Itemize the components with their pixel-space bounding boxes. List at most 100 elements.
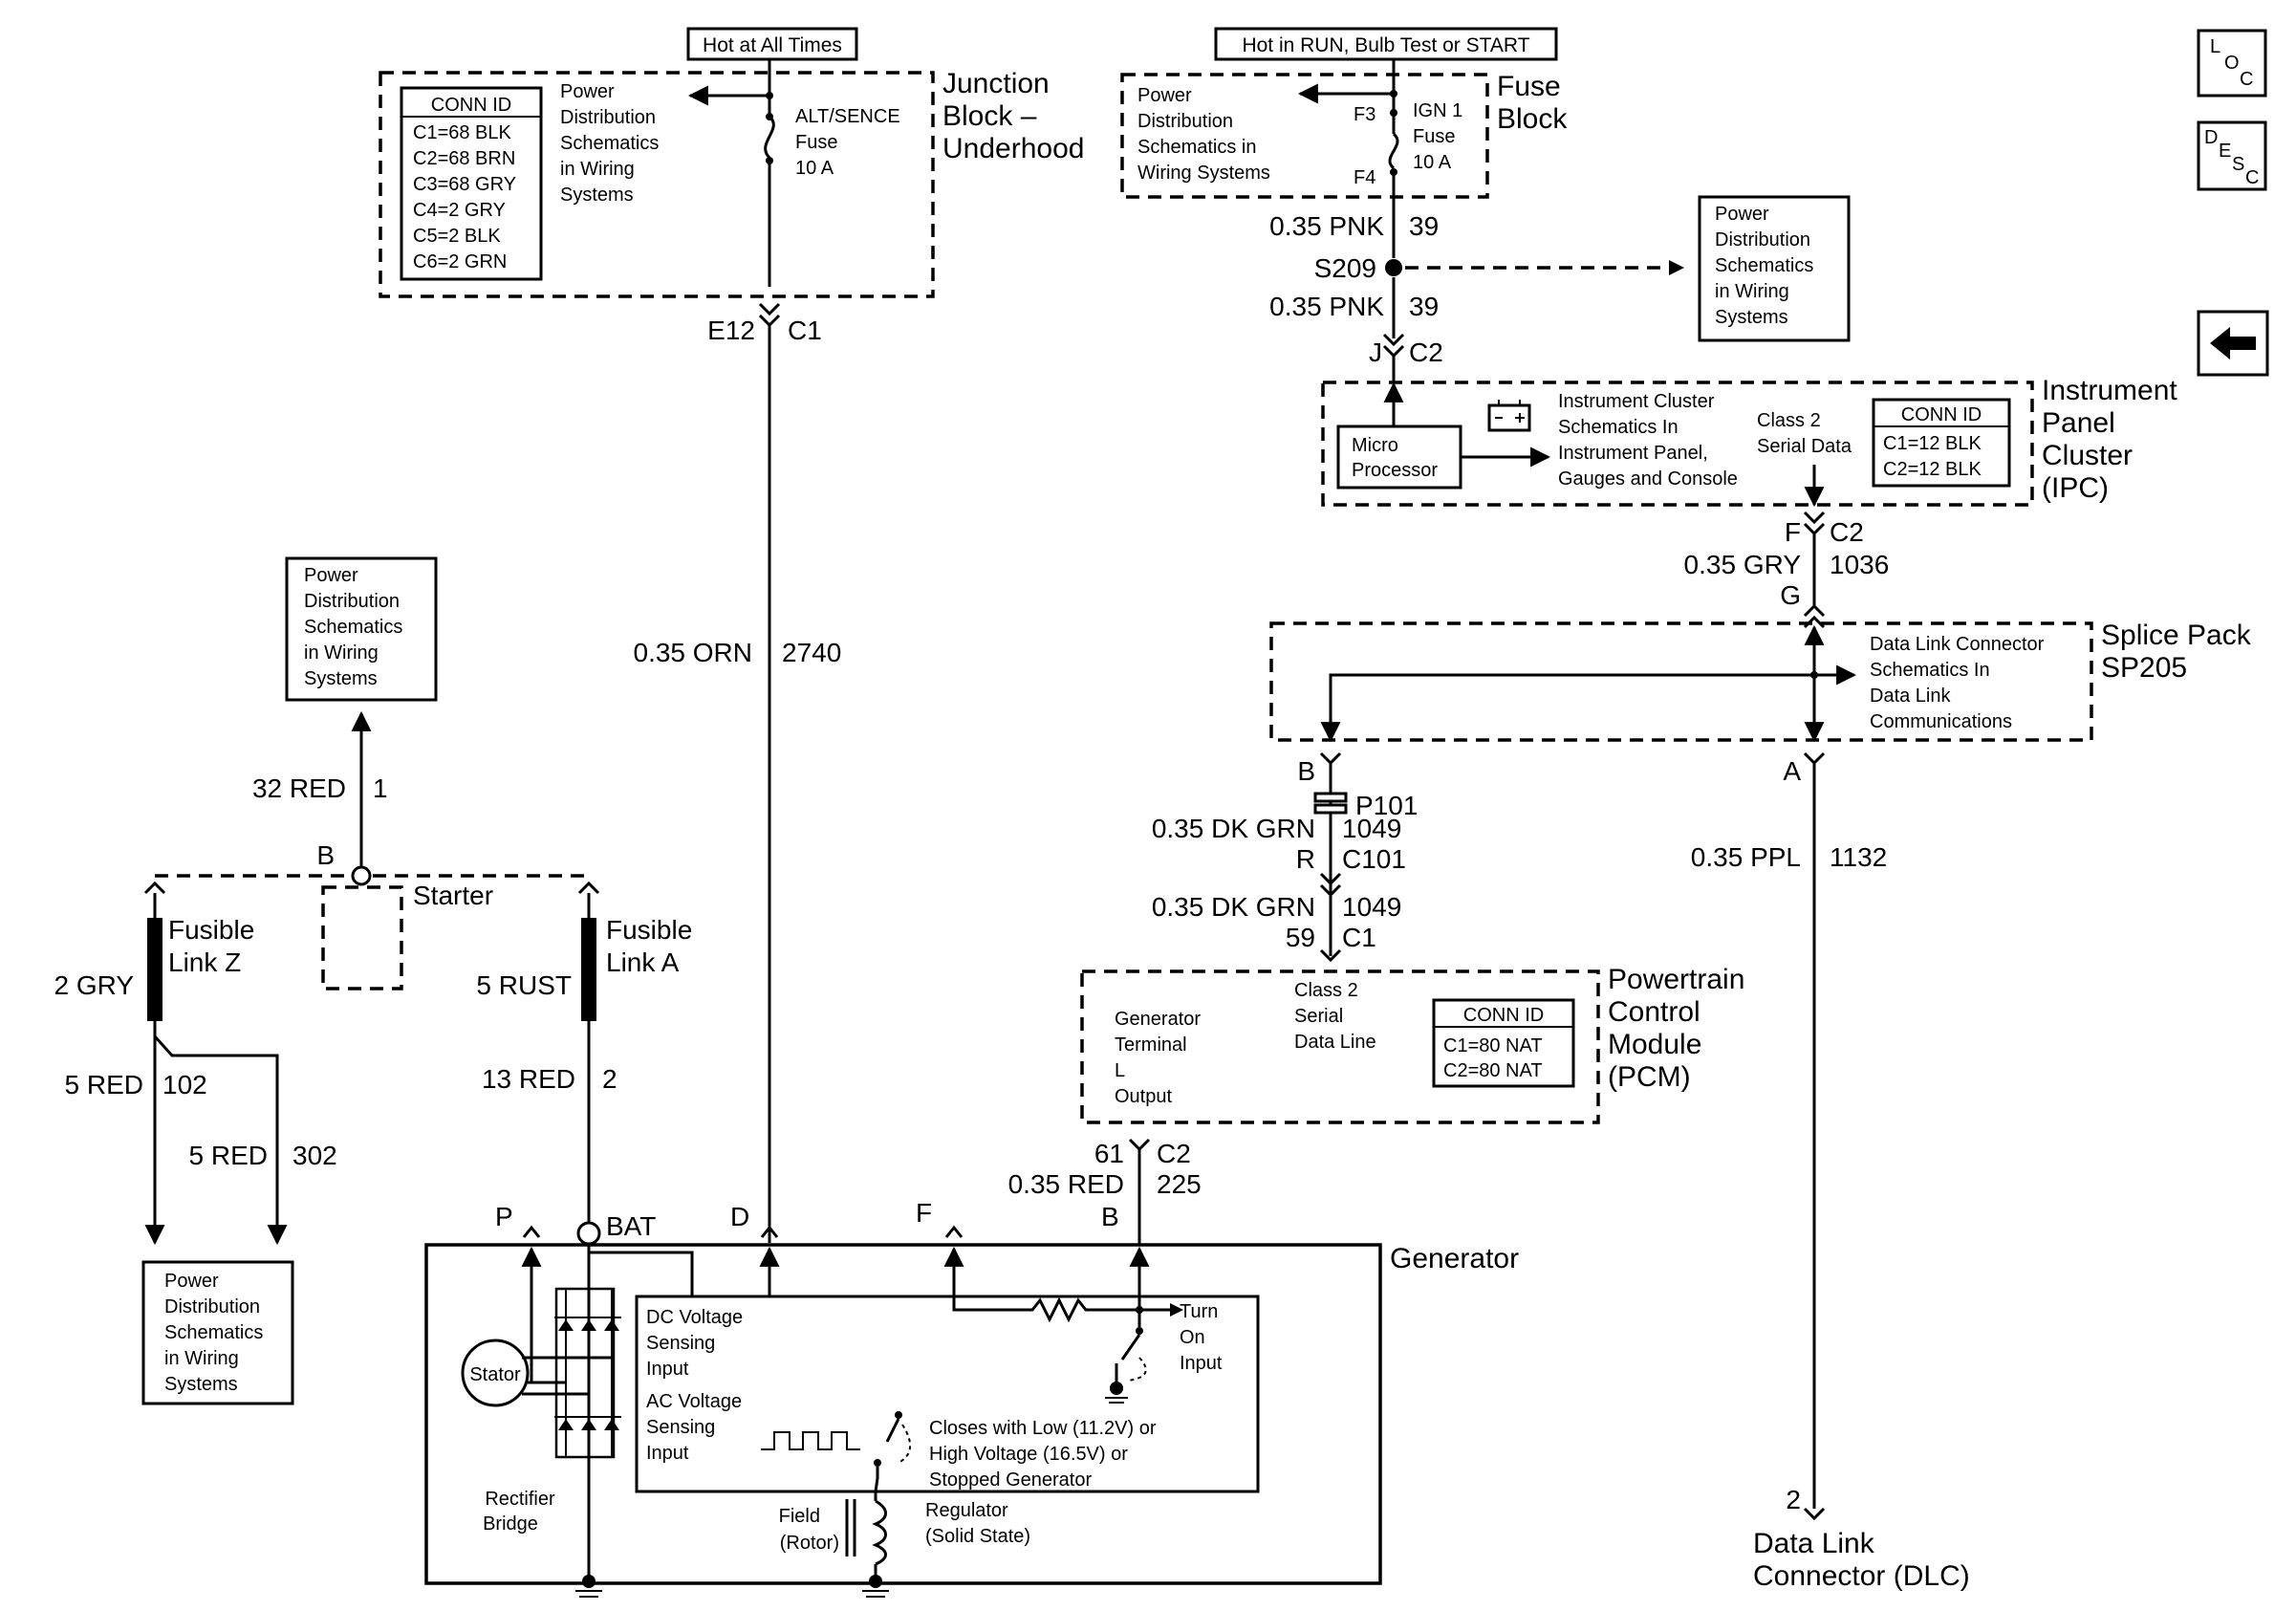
powertrain-control-module: [1080, 969, 1600, 1124]
svg-text:Field: Field: [779, 1506, 820, 1527]
svg-text:Data Line: Data Line: [1294, 1032, 1376, 1053]
fuse-block: [1120, 73, 1489, 199]
svg-text:C1: C1: [788, 316, 822, 345]
pcm-title: Powertrain Control Module (PCM): [1608, 964, 1744, 1093]
instrument-panel-cluster: [1321, 381, 2034, 507]
svg-text:in Wiring: in Wiring: [1715, 281, 1789, 302]
fusible-link-z: Fusible Link Z: [147, 893, 254, 1021]
svg-text:Distribution: Distribution: [304, 591, 400, 612]
junction-pds-text: Power Distribution Schematics in Wiring …: [560, 81, 659, 206]
svg-text:(IPC): (IPC): [2042, 472, 2109, 504]
svg-text:Schematics: Schematics: [1715, 255, 1813, 276]
svg-text:Instrument Cluster: Instrument Cluster: [1558, 391, 1715, 412]
ipc-class2-text: Class 2 Serial Data: [1757, 410, 1852, 457]
svg-text:Stopped Generator: Stopped Generator: [929, 1469, 1092, 1491]
svg-text:5 RED: 5 RED: [189, 1141, 268, 1170]
svg-text:Sensing: Sensing: [646, 1417, 715, 1438]
svg-text:Junction: Junction: [942, 68, 1050, 99]
svg-text:D: D: [730, 1202, 749, 1231]
svg-text:L: L: [1115, 1060, 1125, 1081]
svg-text:225: 225: [1157, 1169, 1202, 1199]
junction-block-title: Junction Block – Underhood: [942, 68, 1084, 164]
svg-text:Output: Output: [1115, 1086, 1172, 1107]
connector-p101: P101: [1313, 791, 1418, 820]
svg-text:Systems: Systems: [560, 185, 634, 206]
svg-text:0.35 RED: 0.35 RED: [1008, 1169, 1124, 1199]
svg-text:B: B: [316, 840, 335, 870]
svg-text:Data Link: Data Link: [1870, 686, 1951, 707]
stator: Stator: [461, 1339, 530, 1407]
closes-with-text: Closes with Low (11.2V) or High Voltage …: [929, 1418, 1157, 1491]
svg-text:0.35 PNK: 0.35 PNK: [1269, 292, 1384, 321]
svg-text:CONN ID: CONN ID: [1463, 1005, 1544, 1026]
back-button[interactable]: [2197, 310, 2269, 377]
svg-text:1049: 1049: [1342, 814, 1401, 843]
svg-text:Terminal: Terminal: [1115, 1034, 1187, 1056]
fusible-link-a: Fusible Link A: [581, 893, 692, 1021]
svg-text:P101: P101: [1355, 791, 1418, 820]
svg-text:Power: Power: [560, 81, 615, 102]
svg-text:Fuse: Fuse: [795, 132, 837, 153]
svg-text:Underhood: Underhood: [942, 133, 1084, 164]
svg-text:Module: Module: [1608, 1029, 1701, 1060]
starter-box: [321, 885, 403, 991]
svg-text:C2=68 BRN: C2=68 BRN: [413, 148, 515, 169]
svg-text:S: S: [2232, 154, 2244, 175]
svg-text:2 GRY: 2 GRY: [54, 970, 134, 1000]
svg-text:S209: S209: [1314, 253, 1376, 283]
svg-text:2740: 2740: [782, 638, 841, 667]
svg-text:C2: C2: [1830, 517, 1864, 547]
svg-text:Serial Data: Serial Data: [1757, 436, 1852, 457]
svg-text:5 RED: 5 RED: [65, 1070, 143, 1099]
pcm-class2-text: Class 2 Serial Data Line: [1294, 980, 1376, 1053]
svg-text:in Wiring: in Wiring: [560, 159, 635, 180]
svg-text:R: R: [1296, 844, 1315, 874]
svg-text:Fuse: Fuse: [1413, 126, 1455, 147]
left-arrow-icon: [2210, 327, 2256, 359]
svg-text:Starter: Starter: [413, 881, 493, 910]
svg-text:0.35 DK GRN: 0.35 DK GRN: [1152, 814, 1315, 843]
svg-text:1049: 1049: [1342, 892, 1401, 922]
micro-processor-box: Micro Processor: [1336, 425, 1462, 490]
data-link-connector-label: Data Link Connector (DLC): [1753, 1528, 1970, 1592]
fuse-block-title: Fuse Block: [1497, 71, 1568, 135]
svg-text:C1=68 BLK: C1=68 BLK: [413, 122, 512, 143]
svg-text:Processor: Processor: [1352, 460, 1438, 481]
svg-text:Control: Control: [1608, 996, 1700, 1028]
svg-text:Generator: Generator: [1390, 1243, 1519, 1274]
svg-text:1036: 1036: [1830, 550, 1889, 579]
svg-text:61: 61: [1094, 1139, 1124, 1168]
svg-text:Input: Input: [646, 1359, 689, 1380]
splice-pack-dlc-text: Data Link Connector Schematics In Data L…: [1870, 634, 2045, 732]
svg-text:B: B: [1297, 756, 1315, 786]
svg-text:C2: C2: [1157, 1139, 1191, 1168]
svg-text:Block: Block: [1497, 103, 1568, 135]
svg-text:Input: Input: [1180, 1353, 1223, 1374]
svg-text:BAT: BAT: [606, 1211, 656, 1241]
svg-text:Fusible: Fusible: [606, 915, 692, 945]
ground-bat-icon: [575, 1575, 602, 1598]
svg-text:Distribution: Distribution: [1715, 229, 1810, 250]
svg-text:Schematics: Schematics: [560, 133, 659, 154]
svg-text:Hot in RUN, Bulb Test or START: Hot in RUN, Bulb Test or START: [1242, 34, 1529, 56]
pcm-generator-text: Generator Terminal L Output: [1115, 1009, 1201, 1107]
svg-text:Block –: Block –: [942, 100, 1037, 132]
battery-icon: [1487, 400, 1531, 432]
svg-text:Fusible: Fusible: [168, 915, 254, 945]
svg-text:Splice Pack: Splice Pack: [2101, 620, 2252, 651]
svg-text:SP205: SP205: [2101, 652, 2187, 684]
svg-text:10 A: 10 A: [795, 158, 834, 179]
rectifier-bridge: Rectifier Bridge: [483, 1287, 621, 1535]
svg-text:E: E: [2219, 141, 2231, 162]
svg-text:CONN ID: CONN ID: [431, 95, 511, 116]
svg-text:0.35 PNK: 0.35 PNK: [1269, 211, 1384, 241]
svg-text:C101: C101: [1342, 844, 1406, 874]
svg-text:F: F: [1785, 517, 1801, 547]
loc-button[interactable]: L O C: [2197, 29, 2267, 98]
desc-button[interactable]: D E S C: [2197, 120, 2267, 191]
svg-text:Panel: Panel: [2042, 407, 2115, 439]
svg-text:C2=12 BLK: C2=12 BLK: [1883, 459, 1982, 480]
svg-text:59: 59: [1286, 923, 1315, 952]
svg-text:Schematics in: Schematics in: [1137, 137, 1257, 158]
svg-text:Schematics In: Schematics In: [1558, 417, 1679, 438]
